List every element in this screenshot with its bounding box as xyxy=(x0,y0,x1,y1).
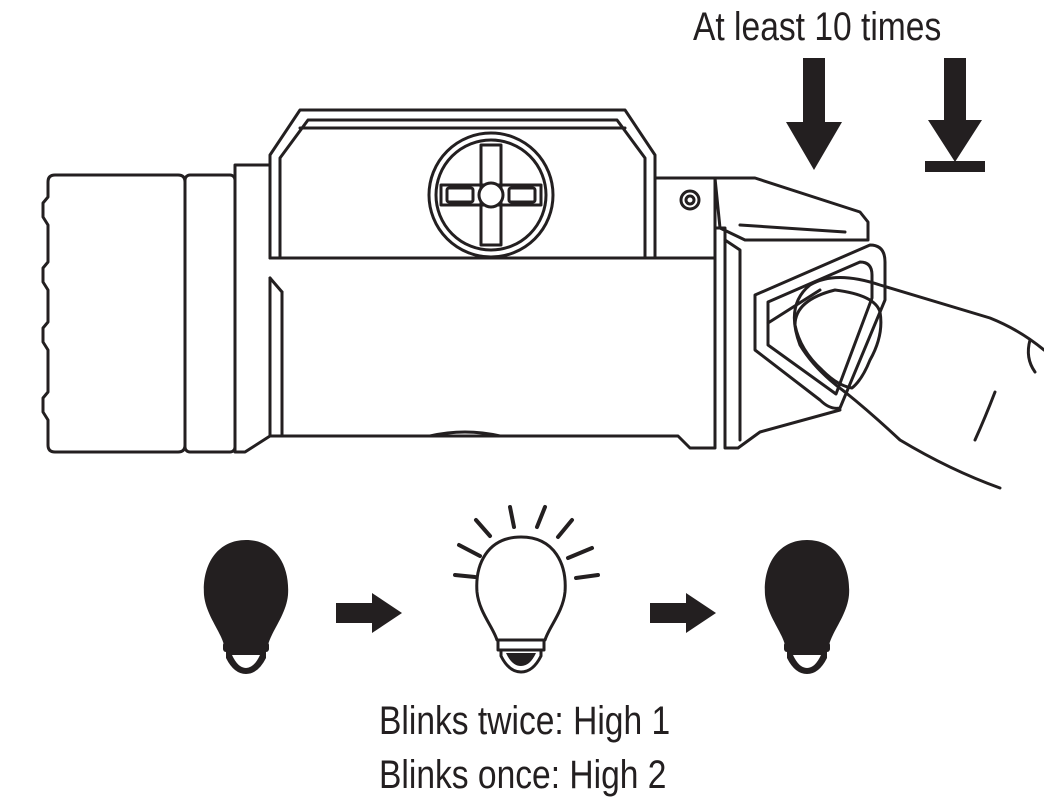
light-bulb-on-icon xyxy=(453,505,600,674)
housing-screw-icon xyxy=(679,189,701,211)
flashlight-illustration xyxy=(41,108,1044,490)
rail-lock-knob-icon xyxy=(427,131,555,259)
paddle-switch-button xyxy=(753,243,887,410)
light-bulb-off-icon xyxy=(764,540,850,674)
rail-clamp-housing xyxy=(268,108,657,260)
sequence-arrow-icon xyxy=(336,593,402,633)
tail-switch-assembly xyxy=(713,176,870,450)
flashlight-bezel xyxy=(41,173,237,454)
light-bulb-off-icon xyxy=(203,540,289,674)
flashlight-body xyxy=(233,163,717,454)
result-line-high-2: Blinks once: High 2 xyxy=(379,752,666,796)
press-down-arrow-icon xyxy=(786,58,842,170)
light-rays xyxy=(453,505,600,580)
finger-pressing-switch xyxy=(792,276,1044,490)
press-count-label: At least 10 times xyxy=(693,4,941,48)
bulb-sequence xyxy=(203,505,850,674)
press-and-hold-arrow-icon xyxy=(925,58,985,172)
sequence-arrow-icon xyxy=(650,593,716,633)
result-line-high-1: Blinks twice: High 1 xyxy=(379,698,670,742)
